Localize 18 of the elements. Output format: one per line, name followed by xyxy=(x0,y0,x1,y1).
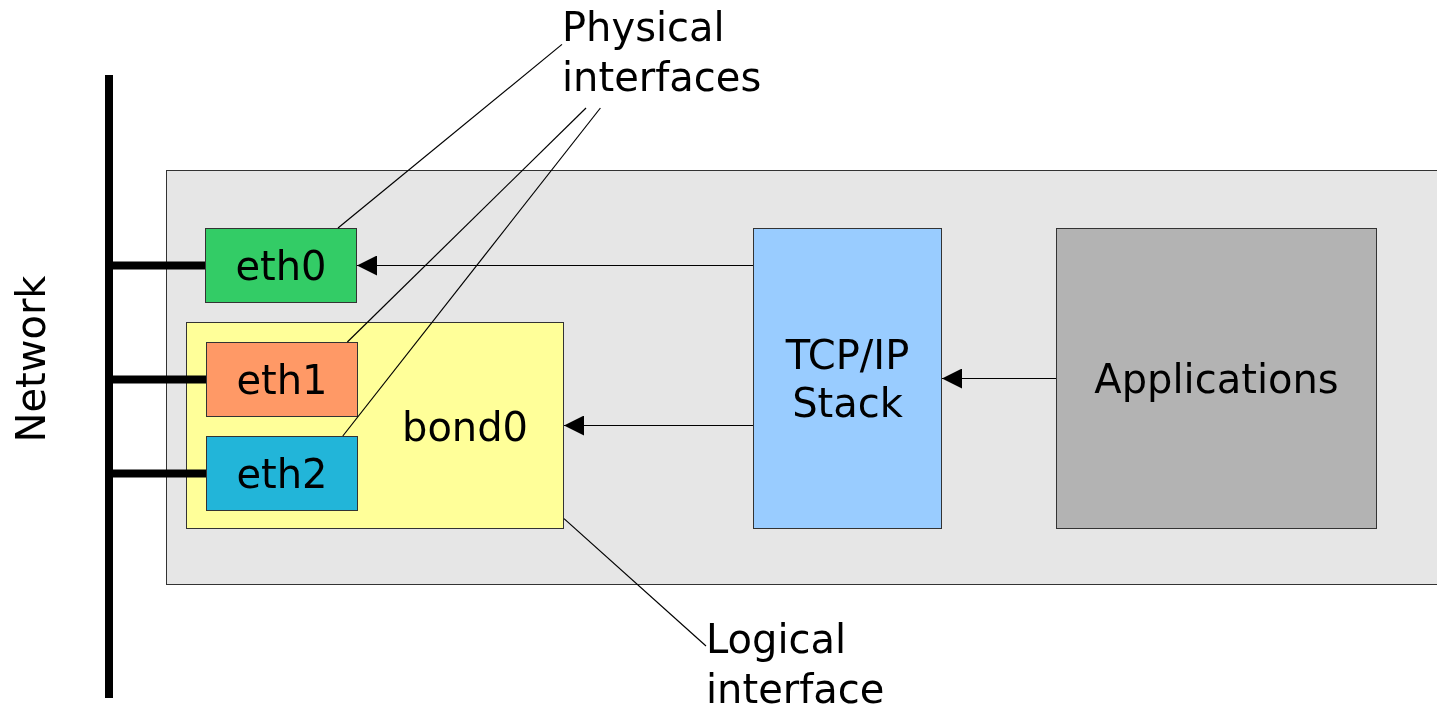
leader-line xyxy=(346,107,587,343)
callout-text: Logical interface xyxy=(706,614,926,712)
interface-box: eth2 xyxy=(206,436,358,511)
interface-box: eth1 xyxy=(206,342,358,417)
application-box: Applications xyxy=(1056,228,1377,529)
arrow xyxy=(941,368,1057,389)
arrow xyxy=(356,255,754,276)
leader-line xyxy=(342,107,601,437)
arrow xyxy=(563,415,754,436)
box-label: bond0 xyxy=(402,403,529,451)
network-label: Network xyxy=(7,274,55,445)
leader-line xyxy=(337,43,563,229)
host-panel xyxy=(166,170,1437,585)
callout-text: Physical interfaces xyxy=(562,2,802,108)
interface-box: eth0 xyxy=(205,228,357,303)
bond-box xyxy=(186,322,564,529)
stack-box: TCP/IP Stack xyxy=(753,228,942,529)
leader-line xyxy=(563,518,707,647)
